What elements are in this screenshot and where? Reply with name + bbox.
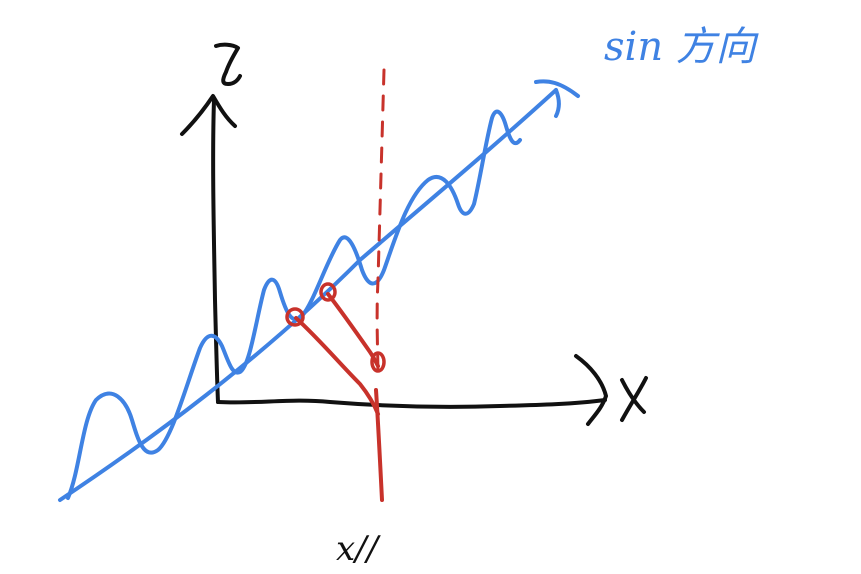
z-axis-arrowhead <box>180 94 237 136</box>
sin-direction-label: sin 方向 <box>604 24 759 70</box>
intersection-point-1 <box>285 307 305 327</box>
slanted-line-2 <box>326 292 380 368</box>
sin-direction-vector <box>58 79 580 502</box>
slanted-line-1 <box>294 316 380 416</box>
projection-construction <box>285 68 386 502</box>
dashed-line-label: x// <box>336 529 382 569</box>
intersection-point-2 <box>319 282 337 302</box>
x-axis-label: x <box>650 419 651 421</box>
x-axis-glyph <box>620 376 648 422</box>
z-axis-glyph <box>214 42 242 86</box>
diagonal-line <box>58 88 558 502</box>
diagonal-arrowhead <box>534 79 580 118</box>
intersection-point-3 <box>370 351 386 373</box>
dashed-guide-line <box>375 68 386 382</box>
x-axis-arrowhead <box>574 354 608 426</box>
axes <box>180 42 648 426</box>
z-axis-line <box>211 98 220 404</box>
x-axis-line <box>216 398 607 409</box>
sine-wave <box>66 109 522 500</box>
solid-projection-line <box>374 388 384 502</box>
z-axis-label: z <box>245 59 247 61</box>
